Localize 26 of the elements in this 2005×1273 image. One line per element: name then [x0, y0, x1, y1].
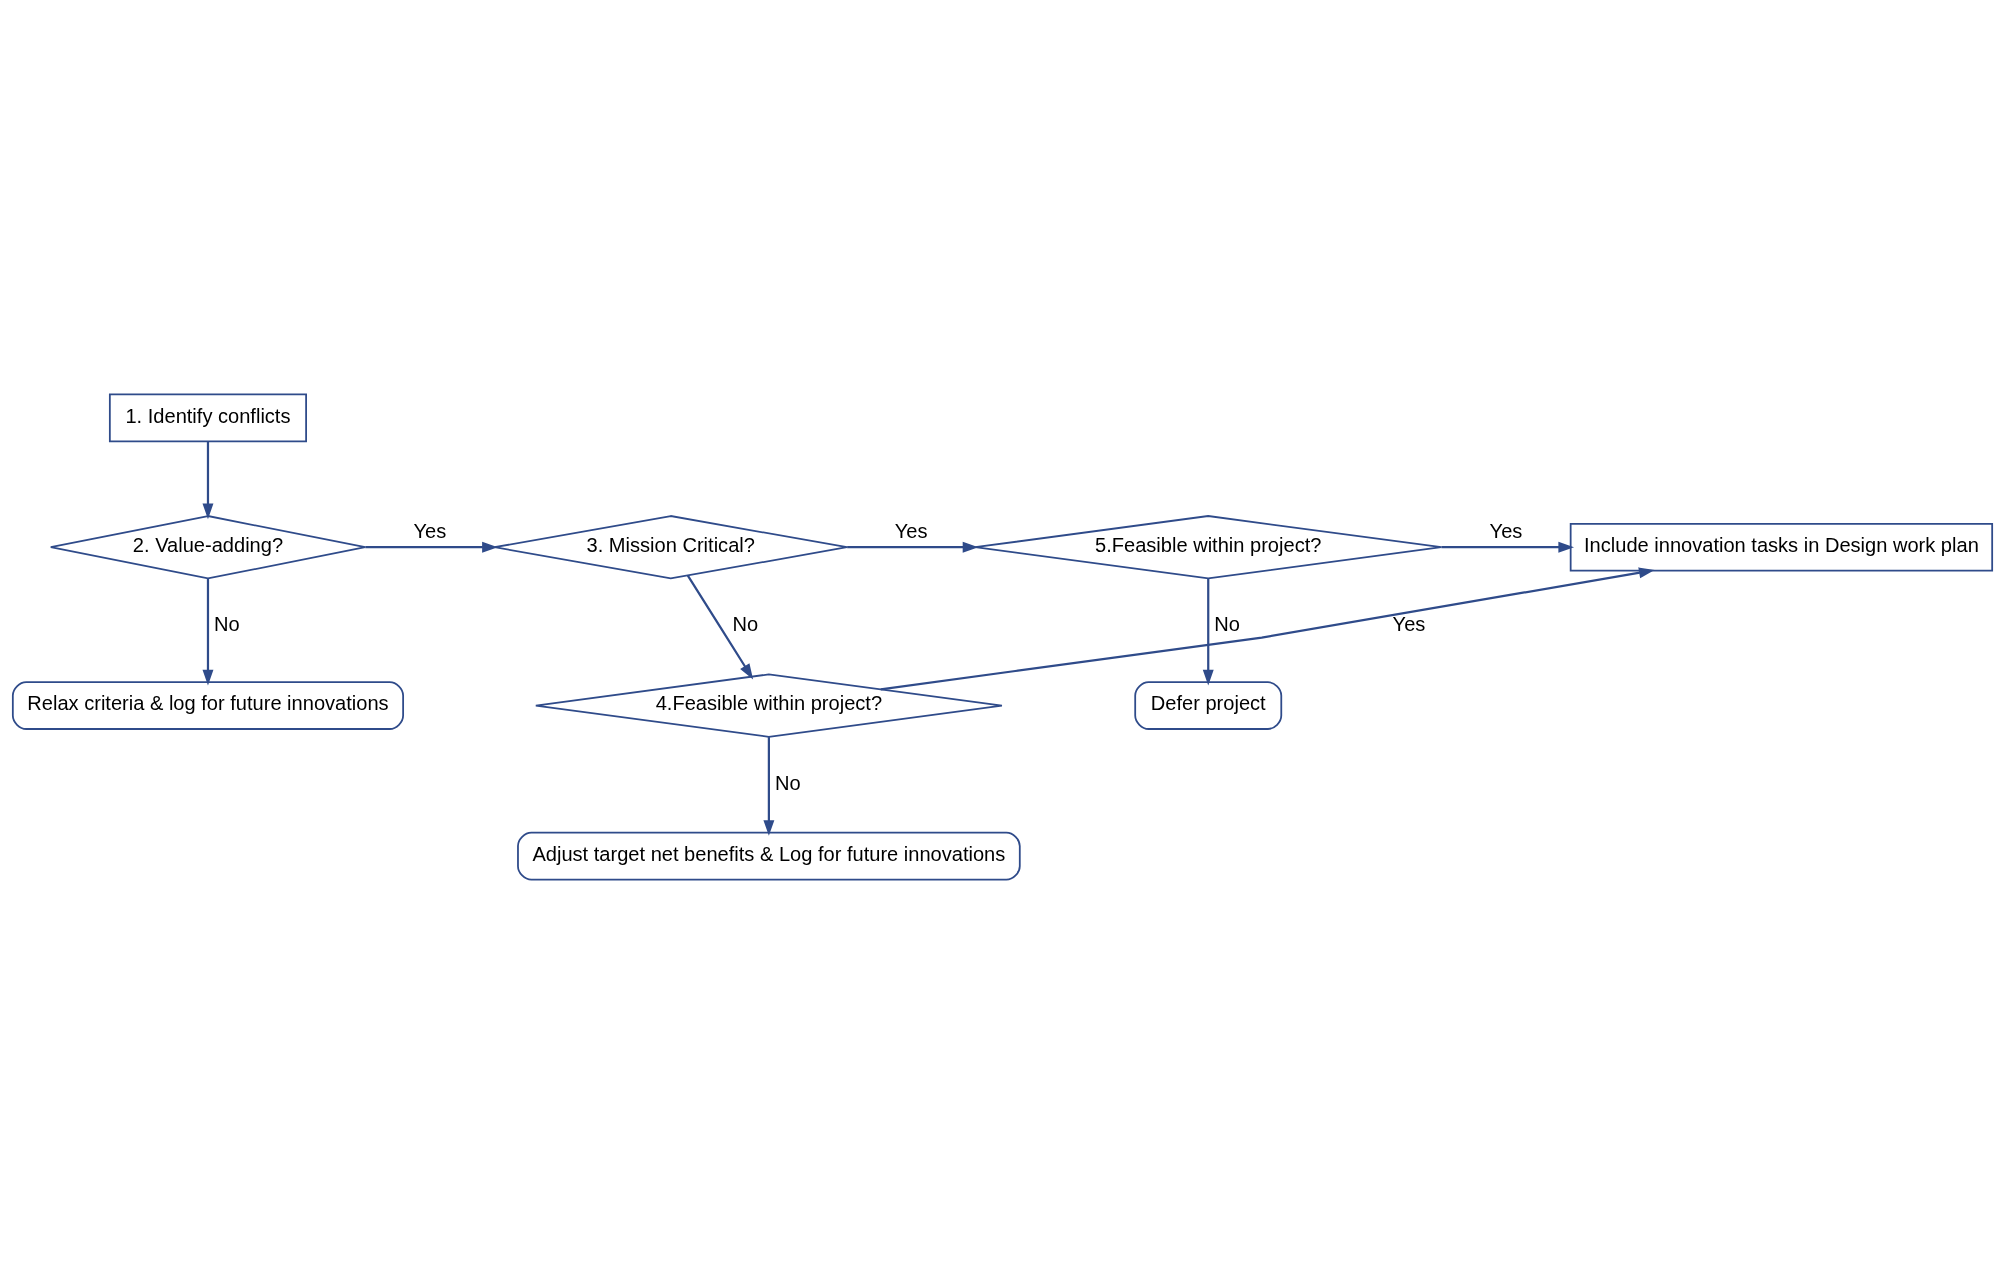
- node-box: 1. Identify conflicts: [108, 393, 307, 442]
- edge-label: Yes: [894, 519, 928, 542]
- arrow: [847, 541, 979, 553]
- node-diamond: 5.Feasible within project?: [974, 514, 1443, 579]
- node-box: Defer project: [1134, 680, 1283, 730]
- node-diamond: 3. Mission Critical?: [493, 514, 848, 579]
- node-box: Adjust target net benefits & Log for future innovations: [517, 831, 1021, 880]
- edge-label: No: [214, 612, 240, 635]
- edge-label: Yes: [1392, 612, 1426, 635]
- arrow: [1202, 578, 1214, 685]
- arrow: [1441, 541, 1574, 553]
- node-diamond: 4.Feasible within project?: [534, 672, 1003, 738]
- edge-label: Yes: [1489, 519, 1523, 542]
- edge-label: No: [732, 612, 759, 635]
- arrow: [880, 566, 1655, 690]
- node-box: Include innovation tasks in Design work plan: [1569, 522, 1994, 572]
- edge-label: No: [775, 771, 801, 794]
- arrow: [202, 578, 214, 685]
- arrow: [365, 541, 498, 553]
- edge-label: No: [1214, 612, 1241, 635]
- node-diamond: 2. Value-adding?: [49, 514, 367, 579]
- edge-label: Yes: [413, 519, 447, 542]
- node-box: Relax criteria & log for future innovations: [11, 680, 404, 730]
- arrow: [686, 574, 754, 679]
- arrow: [202, 440, 214, 519]
- arrow: [763, 736, 775, 836]
